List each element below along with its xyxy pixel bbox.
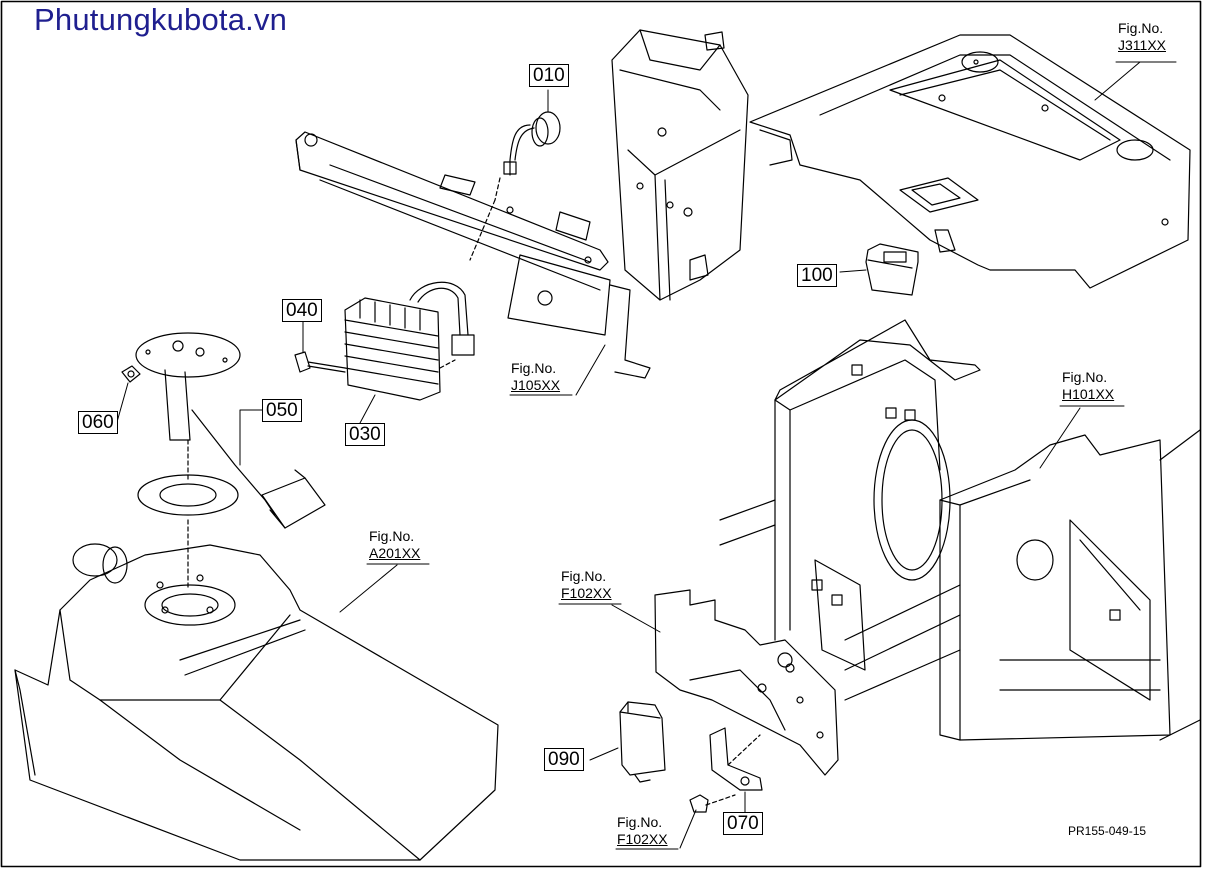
panel-frame [750, 35, 1190, 288]
fig-ref-a201[interactable]: Fig.No. A201XX [369, 528, 420, 562]
callout-070[interactable]: 070 [723, 812, 763, 835]
callout-040[interactable]: 040 [282, 299, 322, 322]
fig-ref-h101[interactable]: Fig.No. H101XX [1062, 369, 1114, 403]
callout-090[interactable]: 090 [544, 748, 584, 771]
frame-bracket-assembly [296, 30, 748, 378]
callout-050[interactable]: 050 [262, 399, 302, 422]
main-frame-plate [720, 320, 1200, 740]
fig-ref-j311[interactable]: Fig.No. J311XX [1118, 20, 1166, 54]
fig-underlines [367, 62, 1176, 849]
fig-label: Fig.No. [1118, 20, 1164, 36]
fig-label: Fig.No. [1062, 369, 1108, 385]
document-number: PR155-049-15 [1068, 824, 1147, 838]
fig-code: F102XX [561, 585, 612, 601]
small-bracket-part [690, 728, 762, 812]
fig-label: Fig.No. [617, 814, 663, 830]
switch-part [866, 244, 918, 295]
fig-code: H101XX [1062, 386, 1115, 402]
fig-label: Fig.No. [561, 568, 607, 584]
leader-lines [117, 62, 1140, 848]
fig-ref-j105[interactable]: Fig.No. J105XX [511, 360, 560, 394]
fig-label: Fig.No. [369, 528, 415, 544]
fuel-tank [15, 544, 498, 860]
fig-code: J311XX [1118, 37, 1166, 53]
fig-ref-f102-lower[interactable]: Fig.No. F102XX [617, 814, 668, 848]
regulator-part [345, 282, 474, 400]
fuel-sender-part [122, 333, 325, 590]
fig-code: F102XX [617, 831, 668, 847]
watermark-text: Phutungkubota.vn [34, 2, 288, 37]
fig-code: J105XX [511, 377, 561, 393]
callout-010[interactable]: 010 [529, 64, 569, 87]
horn-part [470, 112, 560, 260]
relay-part [620, 702, 665, 782]
callout-030[interactable]: 030 [345, 423, 385, 446]
callout-100[interactable]: 100 [797, 264, 837, 287]
fig-label: Fig.No. [511, 360, 557, 376]
fig-ref-f102-upper[interactable]: Fig.No. F102XX [561, 568, 612, 602]
fig-code: A201XX [369, 545, 421, 561]
callout-060[interactable]: 060 [78, 411, 118, 434]
mounting-bracket [655, 560, 865, 775]
screw-part [295, 352, 345, 372]
